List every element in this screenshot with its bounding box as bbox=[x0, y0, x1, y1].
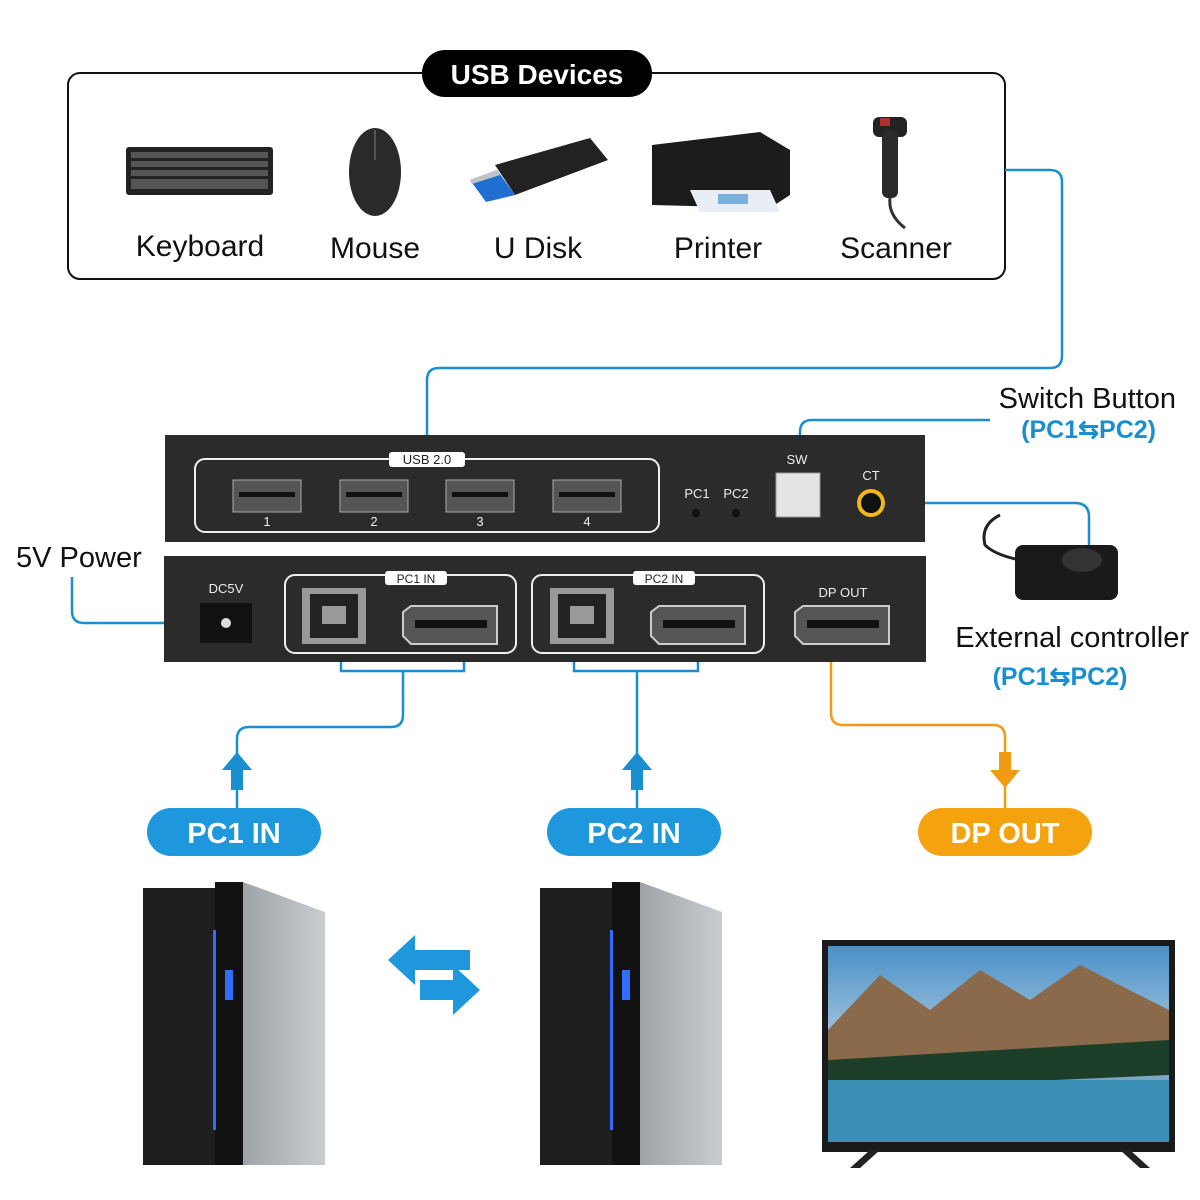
usb-a-port-2 bbox=[339, 479, 409, 513]
usb-connection-line bbox=[425, 168, 1064, 448]
power-callout: 5V Power bbox=[16, 542, 142, 574]
dp-out-connection-line bbox=[829, 652, 1007, 808]
port-number-3: 3 bbox=[476, 514, 483, 529]
dp-out-port bbox=[794, 605, 890, 645]
swap-arrows-icon bbox=[388, 935, 480, 1015]
port-number-1: 1 bbox=[263, 514, 270, 529]
monitor-tv-icon bbox=[822, 940, 1175, 1168]
usb-group-label: USB 2.0 bbox=[403, 452, 451, 467]
dp-out-port-label: DP OUT bbox=[819, 585, 868, 600]
dp-out-badge: DP OUT bbox=[918, 808, 1092, 856]
device-label-u-disk: U Disk bbox=[494, 232, 583, 265]
device-label-mouse: Mouse bbox=[330, 232, 420, 265]
pc1-connection-line bbox=[235, 652, 466, 808]
external-controller-callout: External controller bbox=[955, 622, 1189, 654]
pc2-up-arrow-icon bbox=[622, 752, 652, 790]
pc1-in-group-label: PC1 IN bbox=[397, 572, 436, 586]
dp-down-arrow-icon bbox=[990, 752, 1020, 788]
pc2-in-group-label: PC2 IN bbox=[645, 572, 684, 586]
pc2-displayport bbox=[650, 605, 746, 645]
device-label-keyboard: Keyboard bbox=[136, 230, 264, 263]
pc1-in-badge-label: PC1 IN bbox=[187, 818, 280, 850]
dp-out-badge-label: DP OUT bbox=[950, 818, 1059, 850]
port-number-4: 4 bbox=[583, 514, 590, 529]
printer-icon bbox=[652, 132, 790, 212]
pc2-in-badge: PC2 IN bbox=[547, 808, 721, 856]
switch-label: SW bbox=[787, 452, 809, 467]
kvm-rear-panel: DC5V DP OUT PC1 IN PC2 IN bbox=[164, 556, 926, 662]
ct-label: CT bbox=[862, 468, 879, 483]
ct-controller-line bbox=[886, 501, 1091, 548]
external-controller-icon bbox=[982, 513, 1118, 600]
keyboard-icon bbox=[126, 147, 273, 195]
device-label-printer: Printer bbox=[674, 232, 762, 265]
usb-disk-icon bbox=[470, 138, 608, 202]
pc1-led bbox=[692, 509, 700, 517]
led-label-pc2: PC2 bbox=[723, 486, 748, 501]
usb-a-port-3 bbox=[445, 479, 515, 513]
dc5v-label: DC5V bbox=[209, 581, 244, 596]
usb-devices-title-pill bbox=[422, 50, 652, 97]
switch-callout-line bbox=[798, 418, 990, 448]
kvm-front-panel: USB 2.0 1 2 3 4 PC1 PC2 SW CT bbox=[165, 435, 925, 542]
pc2-in-badge-label: PC2 IN bbox=[587, 818, 680, 850]
scanner-icon bbox=[873, 117, 907, 230]
usb-a-port-1 bbox=[232, 479, 302, 513]
pc2-tower-icon bbox=[540, 882, 722, 1165]
pc1-usb-b-port bbox=[302, 588, 366, 644]
port-number-2: 2 bbox=[370, 514, 377, 529]
pc1-displayport bbox=[402, 605, 498, 645]
usb-devices-title: USB Devices bbox=[451, 59, 624, 90]
switch-button[interactable] bbox=[775, 472, 821, 518]
ct-jack bbox=[857, 489, 885, 517]
pc1-in-badge: PC1 IN bbox=[147, 808, 321, 856]
pc2-led bbox=[732, 509, 740, 517]
usb-a-port-4 bbox=[552, 479, 622, 513]
external-controller-callout-sub: (PC1⇆PC2) bbox=[993, 663, 1128, 691]
device-label-scanner: Scanner bbox=[840, 232, 952, 265]
switch-button-callout-sub: (PC1⇆PC2) bbox=[1021, 416, 1156, 444]
pc1-up-arrow-icon bbox=[222, 752, 252, 790]
switch-button-callout: Switch Button bbox=[999, 383, 1176, 415]
pc1-tower-icon bbox=[143, 882, 325, 1165]
pc2-usb-b-port bbox=[550, 588, 614, 644]
led-label-pc1: PC1 bbox=[684, 486, 709, 501]
mouse-icon bbox=[349, 128, 401, 216]
power-callout-line bbox=[70, 577, 200, 625]
